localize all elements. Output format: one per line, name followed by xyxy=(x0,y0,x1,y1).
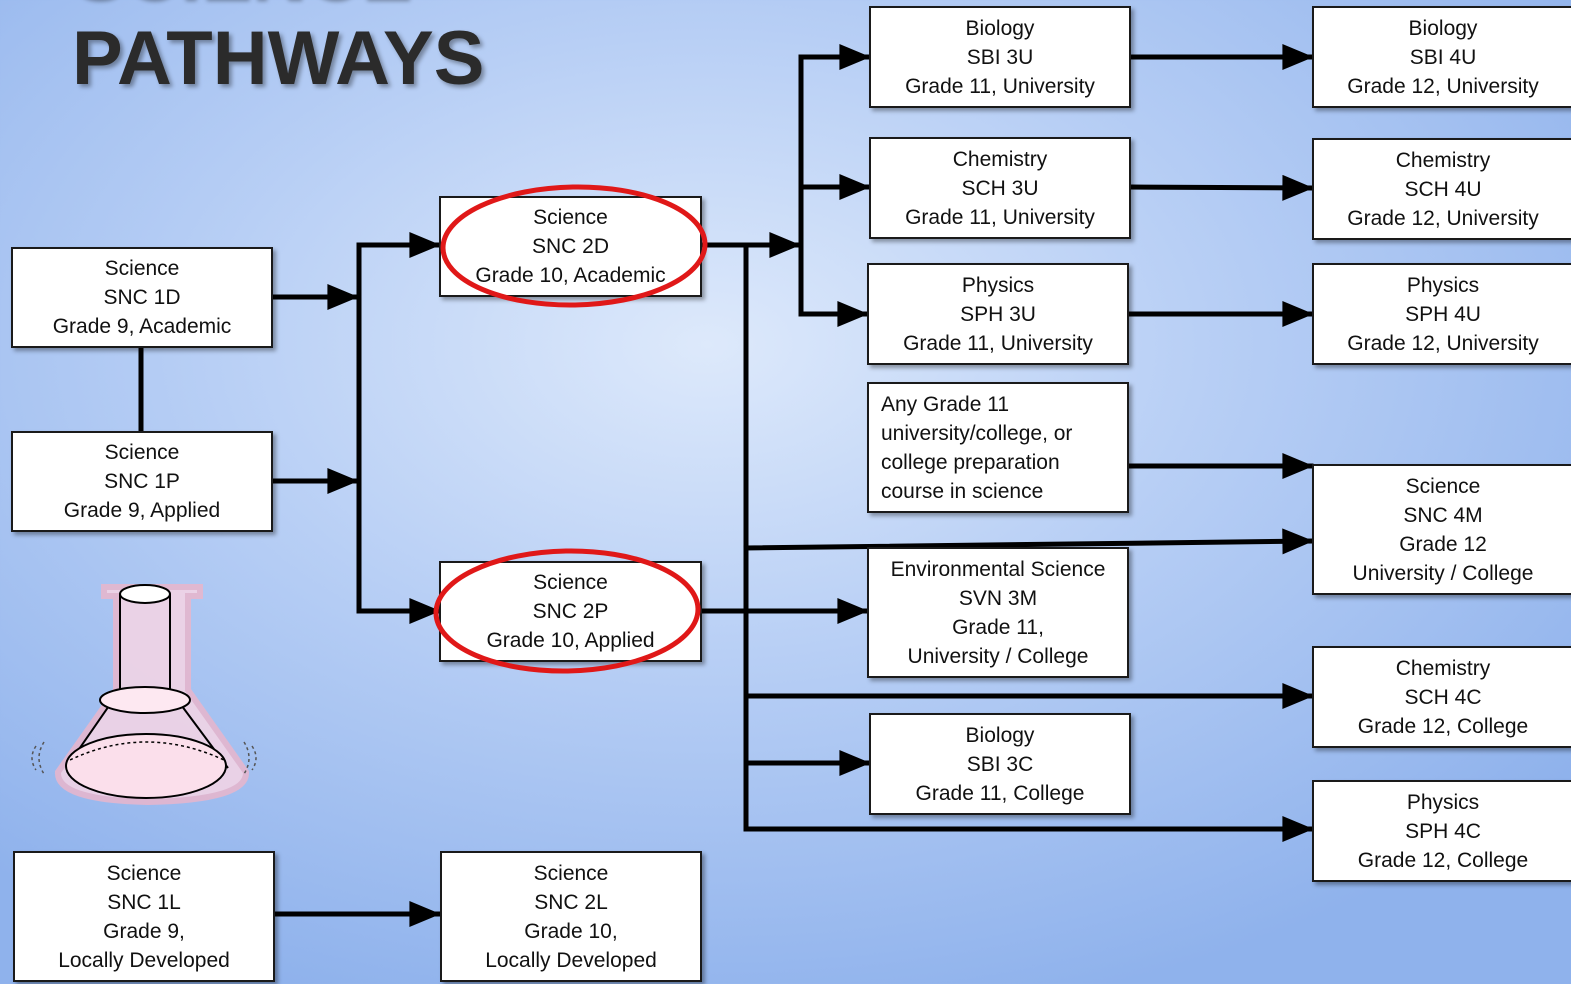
course-box-sch4c: Chemistry SCH 4C Grade 12, College xyxy=(1312,646,1571,748)
erlenmeyer-flask-icon xyxy=(31,584,257,806)
course-box-sph4c: Physics SPH 4C Grade 12, College xyxy=(1312,780,1571,882)
course-box-snc2l: Science SNC 2L Grade 10, Locally Develop… xyxy=(440,851,702,982)
course-box-sph3u: Physics SPH 3U Grade 11, University xyxy=(867,263,1129,365)
course-grade: Grade 9, xyxy=(103,919,185,943)
course-grade: Grade 10, Applied xyxy=(486,629,655,652)
course-label: Biology xyxy=(1408,16,1478,40)
course-label: Physics xyxy=(961,273,1035,297)
course-code: SCH 4U xyxy=(1404,177,1482,201)
course-box-sch3u: Chemistry SCH 3U Grade 11, University xyxy=(869,137,1131,239)
course-grade: Grade 12 xyxy=(1399,532,1487,556)
course-label: Science xyxy=(104,441,180,464)
course-label: Chemistry xyxy=(952,147,1048,171)
course-box-sbi3u: Biology SBI 3U Grade 11, University xyxy=(869,6,1131,108)
course-label: Science xyxy=(106,861,182,885)
course-label: Biology xyxy=(965,723,1035,747)
course-code: SNC 1L xyxy=(107,890,181,914)
course-code: SNC 4M xyxy=(1403,503,1483,527)
course-code: SNC 2D xyxy=(531,235,610,258)
course-code: SPH 3U xyxy=(960,302,1036,326)
course-label: Chemistry xyxy=(1395,656,1491,680)
course-grade: Grade 9, Academic xyxy=(52,315,232,338)
course-code: SBI 4U xyxy=(1409,45,1477,69)
course-label: Physics xyxy=(1406,273,1480,297)
course-box-sbi3c: Biology SBI 3C Grade 11, College xyxy=(869,713,1131,815)
course-pathway: Locally Developed xyxy=(485,948,657,972)
course-code: SCH 4C xyxy=(1404,685,1482,709)
arrow-to-snc4m-direct xyxy=(743,528,1314,555)
course-code: SNC 1D xyxy=(103,286,181,309)
course-grade: Grade 11, College xyxy=(915,781,1085,805)
course-box-sbi4u: Biology SBI 4U Grade 12, University xyxy=(1312,6,1571,108)
course-label: Biology xyxy=(965,16,1035,40)
course-code: SBI 3C xyxy=(966,752,1034,776)
course-label: Science xyxy=(1405,474,1481,498)
page-title: SCIENCE PATHWAYS xyxy=(72,0,484,102)
course-label: Environmental Science xyxy=(890,557,1106,581)
course-box-snc1p: Science SNC 1P Grade 9, Applied xyxy=(11,431,273,532)
course-label: Science xyxy=(533,861,609,885)
course-code: SPH 4C xyxy=(1405,819,1481,843)
course-text: college preparation xyxy=(881,450,1060,474)
course-box-snc1l: Science SNC 1L Grade 9, Locally Develope… xyxy=(13,851,275,982)
course-grade: Grade 12, University xyxy=(1347,74,1539,98)
title-line-1: SCIENCE xyxy=(72,0,484,16)
course-text: university/college, or xyxy=(881,421,1073,445)
course-box-snc1d: Science SNC 1D Grade 9, Academic xyxy=(11,247,273,348)
course-pathway: University / College xyxy=(1352,561,1534,585)
course-code: SCH 3U xyxy=(961,176,1039,200)
course-grade: Grade 12, University xyxy=(1347,331,1539,355)
course-grade: Grade 9, Applied xyxy=(63,499,221,522)
course-box-snc4m: Science SNC 4M Grade 12 University / Col… xyxy=(1312,464,1571,595)
course-grade: Grade 11, University xyxy=(905,205,1095,229)
arrow-sch3u-sch4u xyxy=(1128,174,1314,201)
course-grade: Grade 12, University xyxy=(1347,206,1539,230)
course-box-svn3m: Environmental Science SVN 3M Grade 11, U… xyxy=(867,547,1129,678)
course-grade: Grade 11, University xyxy=(903,331,1093,355)
course-label: Chemistry xyxy=(1395,148,1491,172)
course-pathway: Locally Developed xyxy=(58,948,230,972)
course-box-sch4u: Chemistry SCH 4U Grade 12, University xyxy=(1312,138,1571,240)
course-box-snc2p: Science SNC 2P Grade 10, Applied xyxy=(439,561,702,662)
course-grade: Grade 11, University xyxy=(905,74,1095,98)
course-code: SVN 3M xyxy=(958,586,1038,610)
course-code: SNC 1P xyxy=(104,470,180,493)
course-grade: Grade 12, College xyxy=(1357,714,1529,738)
course-code: SNC 2P xyxy=(532,600,609,623)
course-code: SPH 4U xyxy=(1405,302,1481,326)
course-label: Science xyxy=(533,571,608,594)
course-pathway: University / College xyxy=(907,644,1089,668)
course-code: SNC 2L xyxy=(534,890,608,914)
course-box-any-grade-11: Any Grade 11 university/college, or coll… xyxy=(867,382,1129,513)
course-grade: Grade 12, College xyxy=(1357,848,1529,872)
course-grade: Grade 10, xyxy=(524,919,618,943)
course-grade: Grade 10, Academic xyxy=(475,264,666,287)
course-label: Science xyxy=(104,257,180,280)
course-box-snc2d: Science SNC 2D Grade 10, Academic xyxy=(439,196,702,297)
course-text: course in science xyxy=(881,479,1044,503)
course-label: Physics xyxy=(1406,790,1480,814)
course-code: SBI 3U xyxy=(966,45,1034,69)
course-box-sph4u: Physics SPH 4U Grade 12, University xyxy=(1312,263,1571,365)
course-label: Science xyxy=(533,206,608,229)
course-grade: Grade 11, xyxy=(952,615,1044,639)
course-text: Any Grade 11 xyxy=(881,392,1010,416)
title-line-2: PATHWAYS xyxy=(72,16,485,101)
